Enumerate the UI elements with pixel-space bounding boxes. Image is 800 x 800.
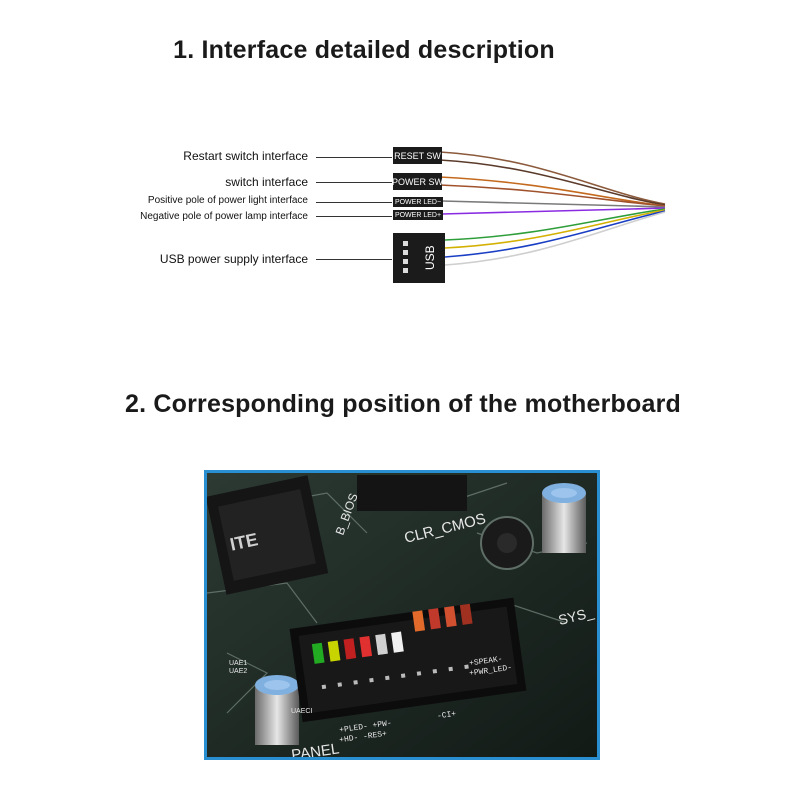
power-led-minus-connector: POWER LED− <box>393 197 443 207</box>
motherboard-photo: ITE <box>204 470 600 760</box>
leader-line <box>316 157 392 158</box>
board-text-uae1: UAE1 <box>229 660 247 667</box>
label-positive-led: Positive pole of power light interface <box>147 195 308 206</box>
board-text-uaeci: UAECI <box>291 708 312 715</box>
board-text-ci: -CI+ <box>437 710 457 722</box>
leader-line <box>316 182 392 183</box>
leader-line <box>316 202 392 203</box>
front-panel-header <box>289 597 527 723</box>
power-led-plus-connector: POWER LED+ <box>393 210 443 220</box>
power-sw-connector: POWER SW <box>392 173 443 190</box>
reset-sw-connector: RESET SW <box>393 147 442 164</box>
section2-title: 2. Corresponding position of the motherb… <box>124 390 682 418</box>
usb-connector <box>393 233 445 283</box>
leader-line <box>316 216 392 217</box>
label-restart-switch: Restart switch interface <box>183 149 308 163</box>
board-text-uae2: UAE2 <box>229 668 247 675</box>
ic-chip: ITE <box>207 475 329 595</box>
section1-title: 1. Interface detailed description <box>173 36 555 64</box>
label-negative-led: Negative pole of power lamp interface <box>140 211 308 222</box>
leader-line <box>316 259 392 260</box>
usb-connector-label: USB <box>423 245 437 271</box>
board-text-panel: PANEL <box>290 740 340 757</box>
label-switch: switch interface <box>225 175 308 189</box>
label-usb: USB power supply interface <box>159 252 308 266</box>
